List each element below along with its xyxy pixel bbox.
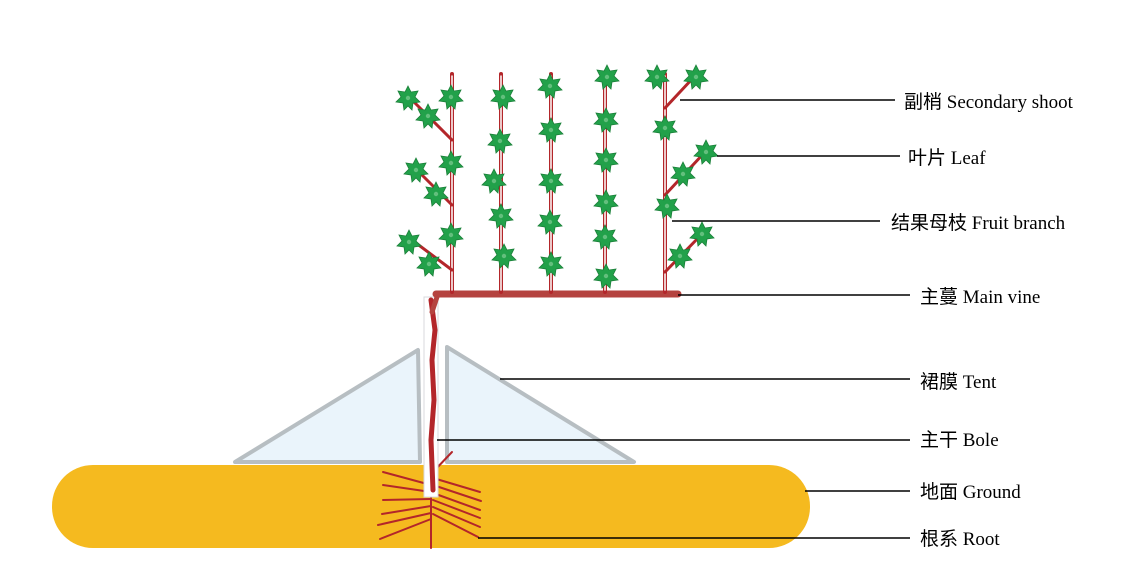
leaf-icon bbox=[593, 107, 619, 133]
leaf-icon bbox=[438, 84, 464, 110]
label-fruit-branch: 结果母枝 Fruit branch bbox=[891, 212, 1066, 234]
leaf-icon bbox=[652, 115, 678, 141]
leaf-icon bbox=[593, 189, 619, 215]
leaf-icon bbox=[487, 128, 513, 154]
label-main-vine: 主蔓 Main vine bbox=[920, 286, 1040, 308]
leaf-icon bbox=[538, 168, 564, 194]
leaf-icon bbox=[416, 251, 442, 277]
leaf-icon bbox=[537, 73, 563, 99]
leaf-icon bbox=[488, 203, 514, 229]
label-root: 根系 Root bbox=[920, 528, 1000, 550]
leaf-icon bbox=[538, 251, 564, 277]
leaf-icon bbox=[438, 222, 464, 248]
label-bole: 主干 Bole bbox=[920, 429, 999, 451]
leaf-icon bbox=[490, 84, 516, 110]
leaf-icon bbox=[654, 193, 680, 219]
leaf-icon bbox=[538, 117, 564, 143]
main-vine bbox=[429, 290, 682, 315]
leaf-icon bbox=[396, 229, 422, 255]
label-secondary-shoot: 副梢 Secondary shoot bbox=[904, 91, 1074, 113]
bole bbox=[423, 296, 439, 498]
label-leaf: 叶片 Leaf bbox=[908, 147, 986, 169]
leaf-icon bbox=[593, 147, 619, 173]
leaf-icon bbox=[491, 243, 517, 269]
label-tent: 裙膜 Tent bbox=[920, 371, 997, 393]
leader-lines bbox=[437, 99, 910, 539]
tent-shape bbox=[233, 345, 636, 464]
leaf-icon bbox=[423, 181, 449, 207]
leaf-icon bbox=[438, 150, 464, 176]
label-ground: 地面 Ground bbox=[920, 481, 1021, 503]
leaf-icon bbox=[592, 224, 618, 250]
leaves bbox=[395, 64, 719, 289]
leaf-icon bbox=[594, 64, 620, 90]
leaf-icon bbox=[537, 209, 563, 235]
leaf-icon bbox=[593, 263, 619, 289]
